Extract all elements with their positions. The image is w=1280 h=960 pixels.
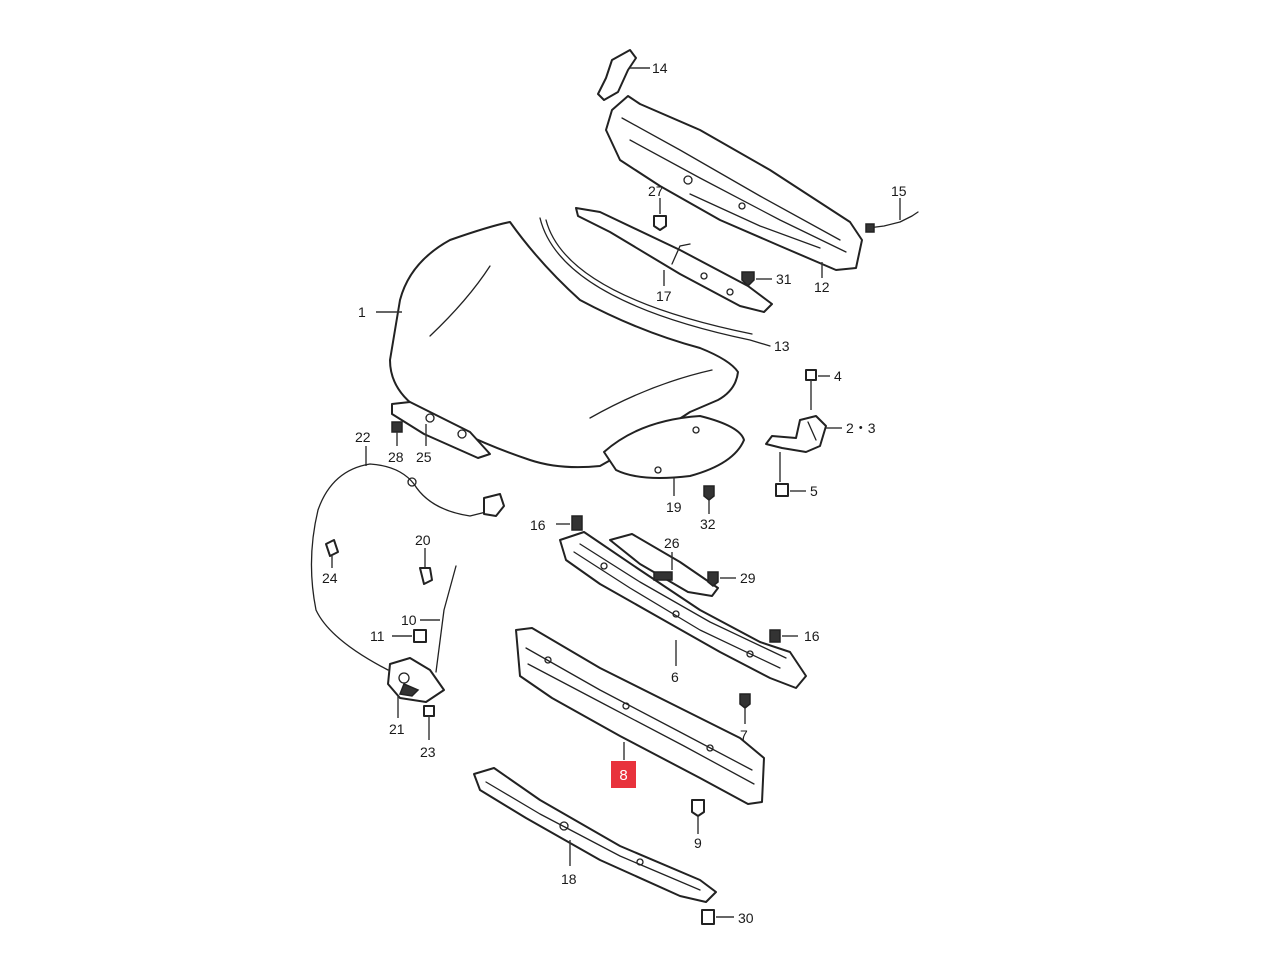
part-32-clip (703, 485, 715, 514)
part-18-lower-support (473, 767, 717, 903)
part-30-bolt (701, 909, 734, 925)
label-31: 31 (776, 271, 792, 287)
label-19: 19 (666, 499, 682, 515)
part-8-reinforcement (515, 627, 765, 805)
part-6-upper-support (559, 531, 807, 689)
highlight-label: 8 (619, 767, 627, 784)
part-26-bracket (609, 533, 719, 597)
label-24: 24 (322, 570, 338, 586)
label-11: 11 (370, 628, 385, 644)
part-31-clip (741, 271, 772, 288)
part-13-weatherstrip (539, 217, 771, 347)
part-21-latch (387, 657, 445, 718)
label-29: 29 (740, 570, 756, 586)
label-13: 13 (774, 338, 790, 354)
part-17-seal-bracket (575, 207, 773, 313)
part-1-hood (376, 221, 739, 469)
part-9-bolt (691, 799, 705, 834)
label-25: 25 (416, 449, 432, 465)
label-7: 7 (740, 727, 748, 743)
label-26: 26 (664, 535, 680, 551)
part-20-clip (419, 548, 433, 585)
highlight-callout-8: 8 (611, 761, 636, 788)
part-14-bracket (597, 49, 650, 101)
part-10-support-rod (420, 565, 457, 673)
label-1: 1 (358, 304, 366, 320)
part-5-bolt (775, 452, 806, 497)
label-16-upper: 16 (530, 517, 546, 533)
label-9: 9 (694, 835, 702, 851)
label-10: 10 (401, 612, 417, 628)
part-23-bolt (423, 705, 435, 740)
part-19-insulator (603, 415, 745, 496)
part-11-rod-holder (392, 629, 427, 643)
label-18: 18 (561, 871, 577, 887)
label-27: 27 (648, 183, 664, 199)
part-25-latch-bracket (391, 401, 491, 459)
label-6: 6 (671, 669, 679, 685)
label-5: 5 (810, 483, 818, 499)
callout-labels: 1 2・3 4 5 6 7 9 10 11 12 13 14 15 16 16 … (322, 60, 907, 926)
label-23: 23 (420, 744, 436, 760)
label-21: 21 (389, 721, 405, 737)
label-17: 17 (656, 288, 672, 304)
part-16-bolt-right (769, 629, 798, 643)
part-24-clip (325, 539, 339, 568)
label-2-3: 2・3 (846, 420, 876, 436)
part-22-cable (310, 446, 505, 671)
highlight-box (611, 761, 636, 788)
part-28-bolt (391, 421, 403, 446)
label-16-right: 16 (804, 628, 820, 644)
part-4-bolt (805, 369, 830, 410)
part-15-nozzle (865, 198, 919, 233)
part-16-bolt-upper (556, 515, 583, 531)
part-12-cowl-panel (605, 95, 863, 278)
label-30: 30 (738, 910, 754, 926)
label-22: 22 (355, 429, 371, 445)
part-2-3-hinge (765, 415, 842, 453)
label-28: 28 (388, 449, 404, 465)
label-15: 15 (891, 183, 907, 199)
part-27-clip (653, 198, 667, 231)
label-20: 20 (415, 532, 431, 548)
part-7-bolt (739, 693, 751, 724)
label-14: 14 (652, 60, 668, 76)
label-12: 12 (814, 279, 830, 295)
part-29-clip (707, 571, 736, 587)
label-32: 32 (700, 516, 716, 532)
label-4: 4 (834, 368, 842, 384)
